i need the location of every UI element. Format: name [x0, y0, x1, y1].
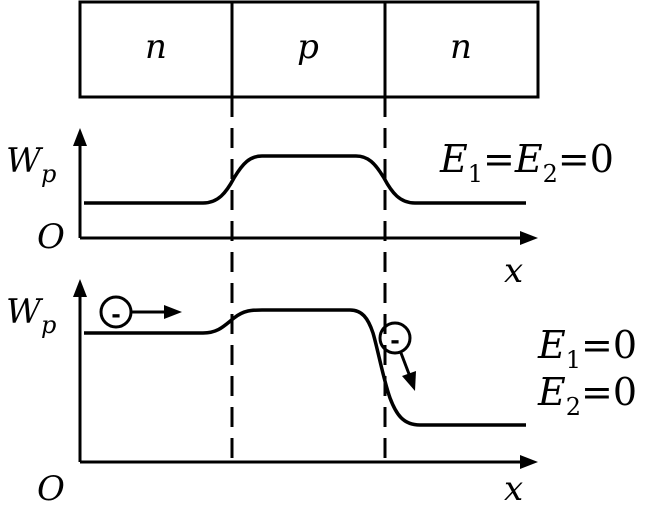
electron-left: - [99, 295, 182, 329]
electron-right: - [378, 321, 416, 391]
electron-right-arrow-shaft [399, 352, 411, 375]
bottom-y-axis-arrow [73, 279, 87, 297]
electron-left-sign: - [111, 298, 120, 329]
top-x-axis-arrow [520, 231, 538, 245]
top-y-axis-arrow [73, 128, 87, 146]
region-label-n-right: n [450, 27, 472, 67]
bottom-condition-e2: E2=0 [537, 370, 637, 421]
electron-right-arrow-head [402, 371, 416, 391]
bottom-potential-curve [84, 308, 526, 427]
bottom-origin-label: O [37, 469, 65, 505]
electron-right-sign: - [390, 324, 399, 355]
region-box [78, 0, 540, 99]
bottom-y-axis-label: Wp [6, 292, 56, 339]
electron-left-arrow-head [164, 305, 182, 319]
region-label-p: p [297, 27, 319, 67]
bottom-x-axis-label: x [504, 469, 523, 505]
top-condition-label: E1=E2=0 [439, 137, 614, 188]
top-graph: Wp O x E1=E2=0 [6, 128, 614, 291]
top-potential-curve [84, 154, 526, 205]
electron-right-circle [378, 321, 412, 355]
bottom-graph: Wp O x - - E1=0 E2=0 [6, 279, 637, 505]
bottom-condition-e1: E1=0 [537, 323, 637, 374]
bottom-x-axis-arrow [520, 455, 538, 469]
region-bar: n p n [78, 0, 540, 99]
top-x-axis-label: x [504, 251, 523, 291]
top-origin-label: O [37, 217, 65, 257]
top-y-axis-label: Wp [6, 141, 56, 188]
region-label-n-left: n [145, 27, 167, 67]
